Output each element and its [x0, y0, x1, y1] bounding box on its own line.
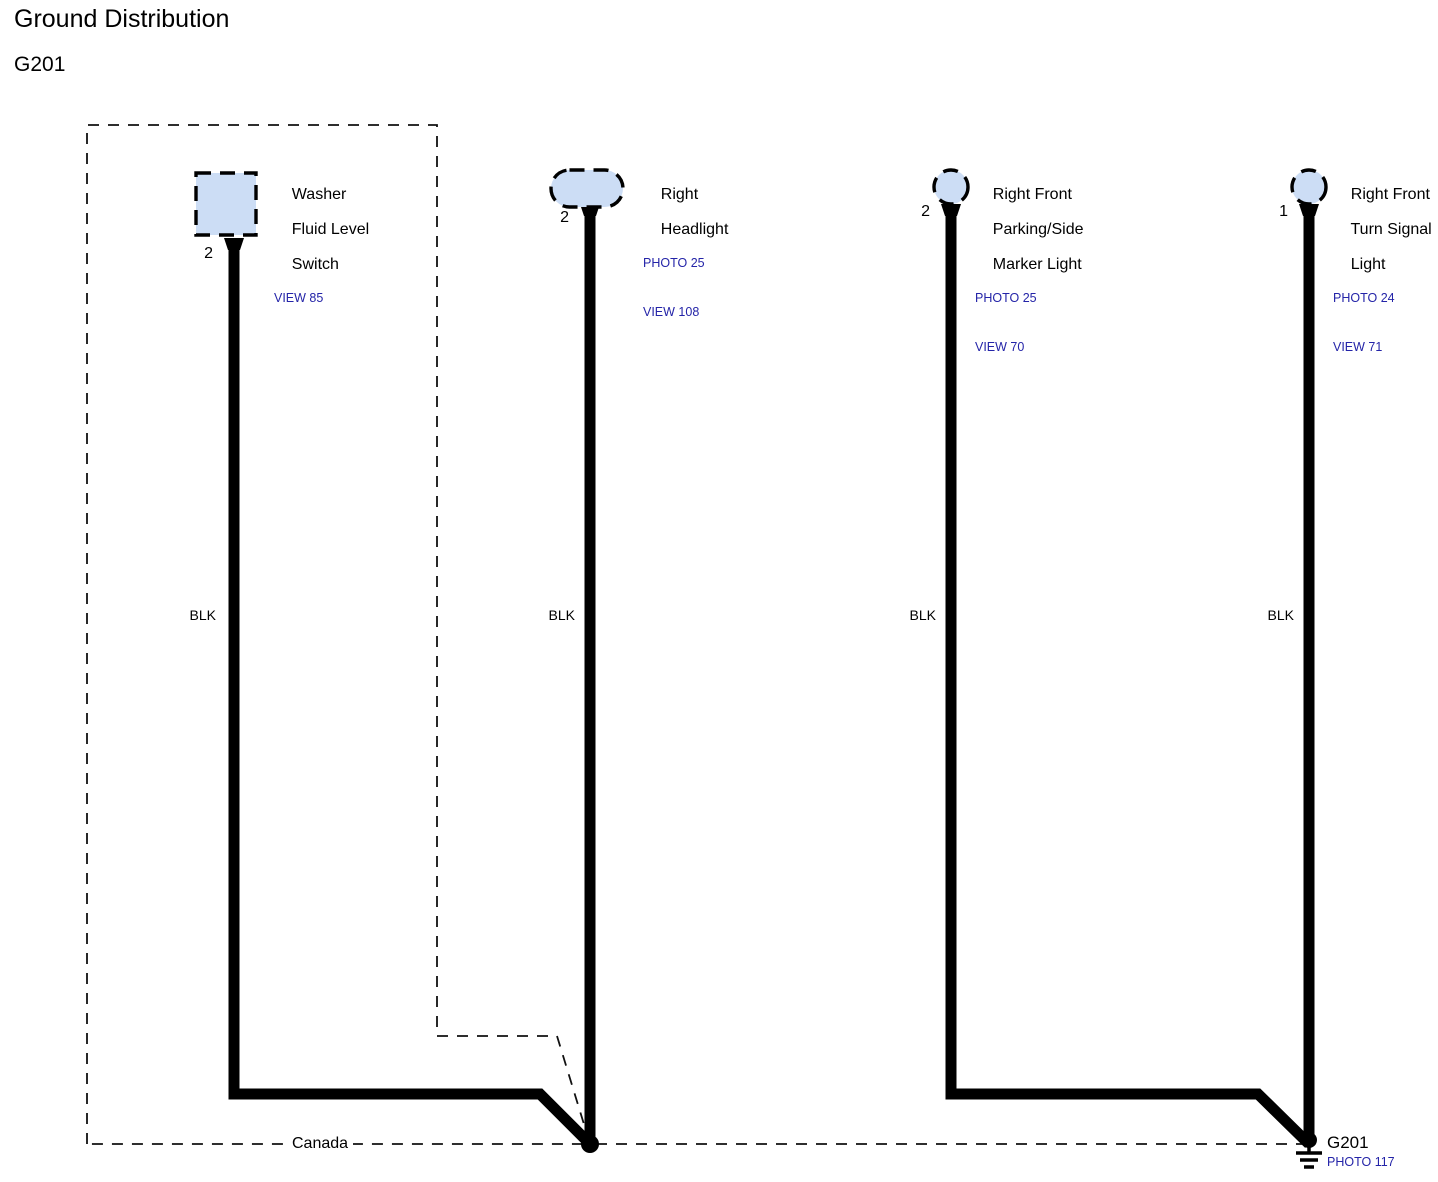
component-name-line-1: Right Front [1350, 185, 1430, 203]
page-subtitle: G201 [14, 53, 66, 76]
component-symbol-right-headlight [549, 168, 625, 209]
wire-right-headlight [580, 204, 600, 1144]
ground-label-g201: G201 [1327, 1133, 1369, 1152]
wire-right-front-parking-side-marker-light [941, 204, 1313, 1148]
component-symbol-right-front-turn-signal-light [1290, 168, 1328, 206]
pin-number-right-headlight: 2 [560, 209, 569, 226]
component-ref-view[interactable]: VIEW 108 [643, 305, 700, 320]
wire-color-label-right-front-turn-signal-light: BLK [1267, 607, 1294, 623]
pin-number-right-front-turn-signal-light: 1 [1279, 203, 1288, 220]
ground-symbol-g201 [1296, 1132, 1322, 1169]
wire-color-label-washer-fluid-level-switch: BLK [189, 607, 216, 623]
splice-junction-node [581, 1135, 599, 1153]
pin-number-right-front-parking-side-marker-light: 2 [921, 203, 930, 220]
component-name-line-2: Headlight [660, 220, 729, 238]
component-ref-view[interactable]: VIEW 71 [1333, 340, 1383, 355]
component-label-washer-fluid-level-switch: Washer Fluid Level Switch VIEW 85 [274, 168, 369, 340]
component-ref-photo[interactable]: PHOTO 25 [643, 255, 705, 270]
component-name-line-2: Fluid Level [291, 220, 370, 238]
component-ref-view[interactable]: VIEW 70 [975, 340, 1025, 355]
component-label-right-front-turn-signal-light: Right Front Turn Signal Light PHOTO 24 V… [1333, 168, 1432, 390]
wire-washer-fluid-level-switch [224, 238, 594, 1148]
wire-right-front-turn-signal-light [1299, 204, 1319, 1144]
component-symbol-right-front-parking-side-marker-light [932, 168, 970, 206]
component-name-line-3: Light [1350, 255, 1386, 273]
component-name-line-3: Marker Light [992, 255, 1082, 273]
component-symbol-washer-fluid-level-switch [194, 171, 258, 237]
wire-color-label-right-front-parking-side-marker-light: BLK [909, 607, 936, 623]
component-name-line-1: Washer [291, 185, 347, 203]
ground-ref-photo[interactable]: PHOTO 117 [1327, 1155, 1395, 1169]
component-ref-photo[interactable]: PHOTO 25 [975, 291, 1037, 306]
wire-color-label-right-headlight: BLK [548, 607, 575, 623]
component-name-line-1: Right Front [992, 185, 1072, 203]
component-label-right-headlight: Right Headlight PHOTO 25 VIEW 108 [643, 168, 728, 354]
pin-number-washer-fluid-level-switch: 2 [204, 245, 213, 262]
component-name-line-1: Right [660, 185, 699, 203]
page-title: Ground Distribution [14, 5, 230, 33]
canada-region-boundary [86, 124, 592, 1145]
region-label-canada: Canada [287, 1135, 354, 1153]
component-name-line-2: Turn Signal [1350, 220, 1432, 238]
component-name-line-2: Parking/Side [992, 220, 1084, 238]
component-label-right-front-parking-side-marker-light: Right Front Parking/Side Marker Light PH… [975, 168, 1084, 390]
component-ref-view[interactable]: VIEW 85 [274, 291, 324, 306]
component-ref-photo[interactable]: PHOTO 24 [1333, 291, 1395, 306]
component-name-line-3: Switch [291, 255, 339, 273]
